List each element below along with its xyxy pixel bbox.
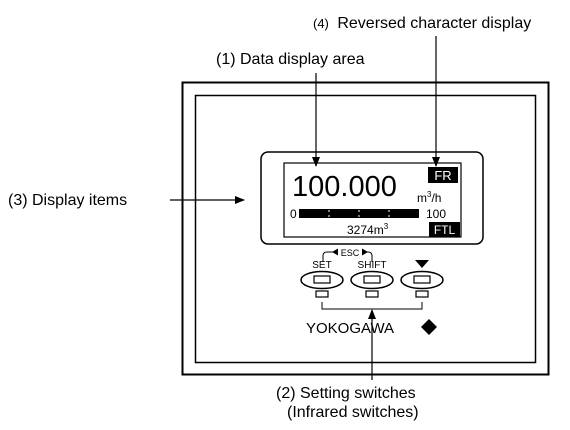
lcd-window	[260, 151, 484, 245]
esc-right-arrow-icon	[362, 248, 368, 256]
esc-bracket-right	[362, 251, 373, 262]
shift-switch[interactable]	[350, 270, 394, 290]
esc-left-arrow-icon	[332, 248, 338, 256]
infrared-sensor-down	[415, 290, 429, 298]
diamond-icon	[421, 319, 437, 335]
callout-reversed-display: (4) Reversed character display	[313, 15, 531, 32]
callout-infrared-switches: (Infrared switches)	[287, 404, 419, 421]
down-switch[interactable]	[400, 270, 444, 290]
infrared-sensor-shift	[365, 290, 379, 298]
brand-name: YOKOGAWA	[306, 320, 394, 337]
callout-display-items: (3) Display items	[8, 192, 127, 209]
callout-data-display-area: (1) Data display area	[216, 51, 365, 68]
bargraph	[299, 209, 419, 218]
infrared-sensor-set	[315, 290, 329, 298]
lcd-main-value: 100.000	[292, 171, 397, 203]
ftl-tag: FTL	[434, 223, 456, 237]
lcd-totalizer: 3274m3	[347, 222, 389, 237]
fr-tag: FR	[434, 168, 451, 183]
shift-label: SHIFT	[358, 260, 387, 271]
outer-panel	[181, 81, 550, 376]
bar-min-label: 0	[290, 207, 297, 221]
bar-max-label: 100	[426, 207, 446, 221]
inner-panel	[194, 94, 537, 364]
callout-setting-switches: (2) Setting switches	[276, 385, 416, 402]
esc-label: ESC	[341, 248, 360, 258]
lcd-screen	[283, 162, 462, 238]
down-triangle-icon	[415, 260, 429, 268]
set-switch[interactable]	[300, 270, 344, 290]
esc-bracket-left	[322, 251, 338, 262]
ftl-tag-box	[429, 222, 460, 237]
bargraph-ticks	[328, 210, 390, 217]
fr-tag-box	[428, 167, 458, 183]
lcd-unit: m3/h	[417, 190, 441, 205]
set-label: SET	[312, 260, 331, 271]
switches-bracket	[321, 302, 423, 310]
